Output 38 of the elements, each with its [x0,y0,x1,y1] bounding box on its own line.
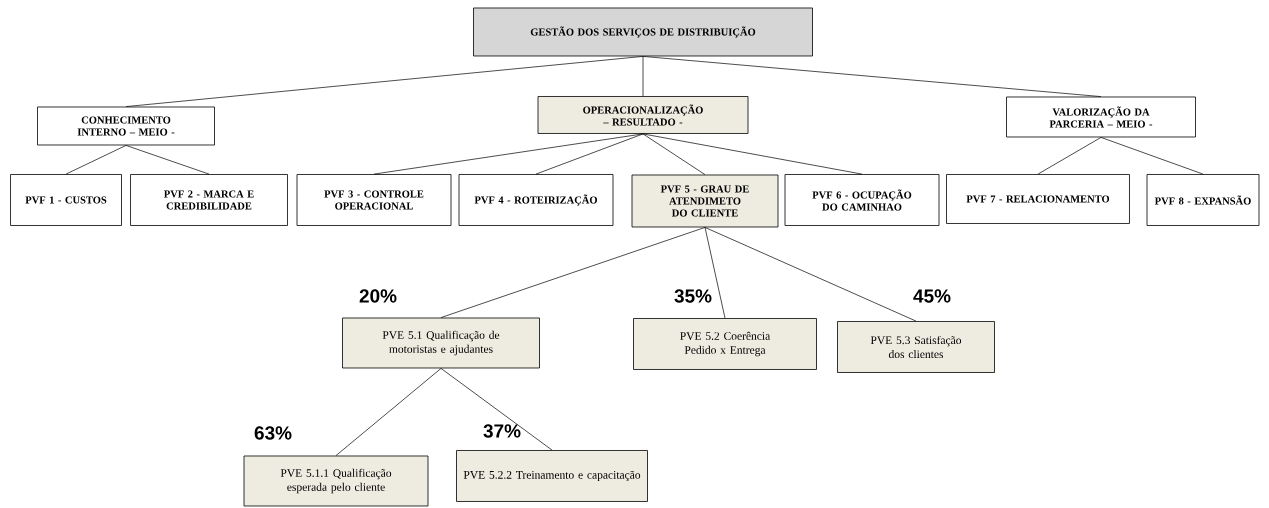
box: PVF 8 - EXPANSÃO [1146,174,1260,226]
connector-line [642,56,1102,97]
box: PVE 5.2.2 Treinamento e capacitação [456,450,648,502]
connector-line [642,133,863,175]
connector-line [704,227,726,319]
connector-line [125,145,210,175]
connector-line [704,227,917,322]
connector-line [642,56,644,97]
box: CONHECIMENTO INTERNO – MEIO - [37,106,215,146]
title-box: GESTÃO DOS SERVIÇOS DE DISTRIBUIÇÃO [473,7,813,57]
connector-line [535,133,644,175]
box: PVF 3 - CONTROLE OPERACIONAL [296,174,452,226]
box: PVF 2 - MARCA E CREDIBILIDADE [130,174,288,226]
percentage-label: 45% [913,289,951,303]
connector-line [373,133,644,175]
percentage-label: 35% [674,289,712,303]
box: PVF 1 - CUSTOS [10,174,122,226]
box: PVE 5.3 Satisfação dos clientes [837,321,995,373]
box: PVF 5 - GRAU DE ATENDIMETO DO CLIENTE [631,174,779,228]
connector-line [1037,137,1102,175]
connector-line [642,133,706,175]
box: OPERACIONALIZAÇÃO – RESULTADO - [537,96,749,134]
connector-line [65,145,127,175]
box: PVF 4 - ROTEIRIZAÇÃO [458,174,614,226]
percentage-label: 63% [254,426,292,440]
connector-line [440,368,553,451]
box: PVE 5.1.1 Qualificação esperada pelo cliente [243,455,429,507]
connector-line [1100,137,1204,175]
connector-line [125,56,644,107]
box: PVF 6 - OCUPAÇÃO DO CAMINHAO [784,174,940,226]
box: PVE 5.2 Coerência Pedido x Entrega [633,318,817,370]
connector-line [440,227,706,318]
box: PVF 7 - RELACIONAMENTO [946,174,1130,224]
percentage-label: 20% [359,289,397,303]
percentage-label: 37% [483,424,521,438]
box: PVE 5.1 Qualificação de motoristas e ajudantes [342,317,540,369]
connector-line [335,368,442,456]
box: VALORIZAÇÃO DA PARCERIA – MEIO - [1006,96,1196,138]
